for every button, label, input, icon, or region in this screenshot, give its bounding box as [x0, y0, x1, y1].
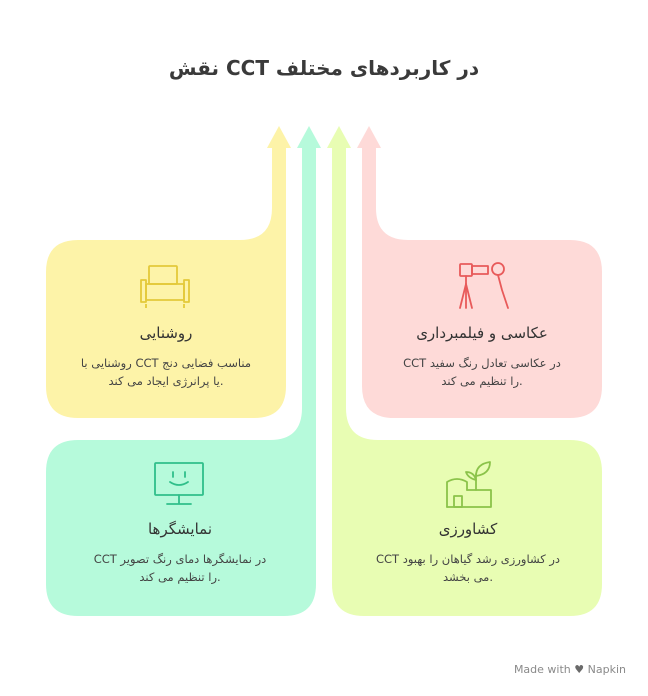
- brand-label: Napkin: [587, 663, 626, 676]
- card-desc-line: در عکاسی تعادل رنگ سفید CCT: [403, 356, 561, 370]
- card-title-displays: نمایشگرها: [147, 520, 212, 538]
- plant-greenhouse-icon: [446, 461, 492, 508]
- card-shape-lighting: [46, 148, 286, 418]
- card-desc-lighting: مناسب فضایی دنج CCT روشنایی با .یا پرانر…: [56, 354, 276, 390]
- card-desc-line: .را تنظیم می کند: [139, 570, 221, 584]
- sofa-icon: [140, 265, 190, 308]
- card-shape-agriculture: [332, 148, 602, 616]
- card-shape-displays: [46, 148, 316, 616]
- card-desc-agriculture: در کشاورزی رشد گیاهان را بهبود CCT .می ب…: [344, 550, 592, 586]
- card-displays: نمایشگرها در نمایشگرها دمای رنگ تصویر CC…: [56, 520, 304, 586]
- arrow-head-agriculture: [327, 126, 351, 148]
- card-desc-photography: در عکاسی تعادل رنگ سفید CCT .را تنظیم می…: [372, 354, 592, 390]
- arrow-head-displays: [297, 126, 321, 148]
- card-desc-line: در نمایشگرها دمای رنگ تصویر CCT: [93, 552, 267, 566]
- card-title-photography: عکاسی و فیلمبرداری: [416, 324, 548, 342]
- card-lighting: روشنایی مناسب فضایی دنج CCT روشنایی با .…: [56, 324, 276, 390]
- napkin-logo-icon: ♥: [574, 663, 585, 676]
- card-desc-line: در کشاورزی رشد گیاهان را بهبود CCT: [375, 552, 561, 566]
- card-photography: عکاسی و فیلمبرداری در عکاسی تعادل رنگ سف…: [372, 324, 592, 390]
- card-desc-line: .را تنظیم می کند: [441, 374, 523, 388]
- arrow-head-lighting: [267, 126, 291, 148]
- monitor-icon: [154, 462, 204, 505]
- arrow-head-photography: [357, 126, 381, 148]
- made-with-label: Made with: [513, 663, 571, 676]
- tripod-camera-icon: [459, 262, 509, 309]
- footer-credit: Made with ♥ Napkin: [514, 663, 626, 676]
- page-title: در کاربردهای مختلف CCT نقش: [168, 56, 480, 80]
- card-title-agriculture: کشاورزی: [438, 520, 498, 538]
- card-agriculture: کشاورزی در کشاورزی رشد گیاهان را بهبود C…: [344, 520, 592, 586]
- card-desc-line: .می بخشد: [443, 570, 493, 584]
- card-desc-displays: در نمایشگرها دمای رنگ تصویر CCT .را تنظی…: [56, 550, 304, 586]
- card-title-lighting: روشنایی: [139, 324, 193, 342]
- card-desc-line: مناسب فضایی دنج CCT روشنایی با: [80, 356, 252, 370]
- card-shape-photography: [362, 148, 602, 418]
- card-desc-line: .یا پرانرژی ایجاد می کند: [108, 374, 224, 388]
